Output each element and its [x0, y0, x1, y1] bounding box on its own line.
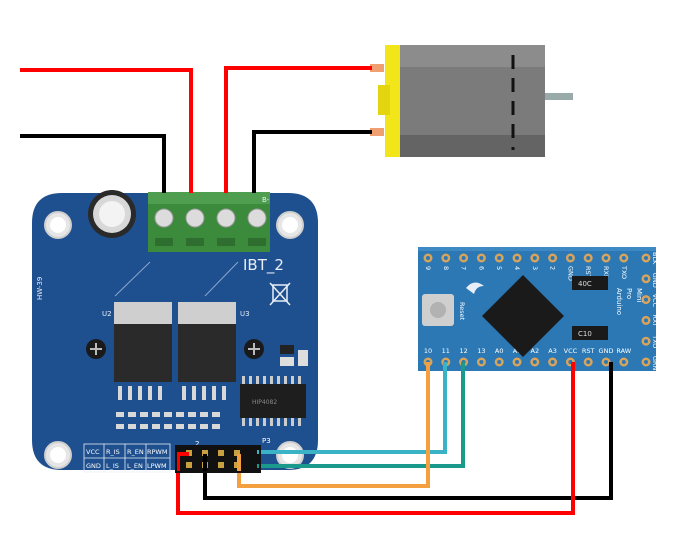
pin-number-8: 8	[195, 473, 199, 481]
top-pin-label: 6	[477, 266, 485, 270]
board-text-arduino: Arduino	[615, 288, 623, 315]
component-bottom	[572, 326, 608, 340]
bottom-pin-label: A3	[548, 347, 557, 355]
wire-cyan	[257, 362, 447, 454]
svg-text:40C: 40C	[578, 280, 592, 288]
board-text-mini: Mini	[635, 288, 643, 302]
pin-label-l-is: L_IS	[106, 462, 119, 470]
bottom-pin-label: A0	[495, 347, 504, 355]
driver-ic: HIP4082	[240, 376, 306, 426]
pin-label-r-en: R_EN	[127, 448, 144, 456]
connector-label-p3: P3	[262, 437, 271, 445]
bottom-pin-label: RST	[582, 347, 595, 355]
pin-label-l-en: L_EN	[127, 462, 143, 470]
top-pin-label: GND	[566, 266, 574, 281]
motor-end-cap	[385, 45, 400, 157]
chip-label-u2: U2	[102, 310, 112, 318]
motor-terminal-bottom	[370, 128, 384, 136]
pin-number-2: 2	[195, 440, 199, 448]
resistor-array	[116, 412, 220, 429]
wire-red-power	[20, 68, 193, 193]
reset-label: Reset	[458, 302, 466, 321]
side-label: HW-39	[36, 277, 44, 300]
bottom-pin-label: 13	[477, 347, 485, 355]
bottom-pin-label: 11	[442, 347, 450, 355]
top-pin-label: TXO	[620, 265, 628, 279]
top-pin-label: RXI	[602, 266, 610, 277]
mosfet-chip-right	[178, 302, 236, 400]
wire-red-vcc	[176, 362, 575, 515]
model-label: IBT_2	[243, 256, 284, 275]
wire-black-power	[20, 134, 166, 193]
motor-terminal-top	[370, 64, 384, 72]
pin-label-lpwm: LPWM	[147, 462, 167, 470]
top-pin-row: 9 8 7 6 5 4 3 2 GND RST RXI TXO	[423, 253, 629, 281]
logo-icon	[466, 282, 484, 294]
component-top	[572, 276, 608, 290]
wire-teal	[257, 362, 465, 468]
terminal-screw-1	[154, 208, 174, 228]
control-header-labels: VCC R_IS R_EN RPWM GND L_IS L_EN LPWM	[83, 443, 171, 473]
wire-black-motor	[252, 130, 372, 193]
motor-driver-board: B- IBT_2 HW-39 U2	[32, 190, 318, 481]
top-pin-label: RST	[584, 266, 592, 279]
wire-red-motor	[224, 66, 372, 193]
motor-body-shadow	[395, 135, 545, 157]
bottom-pin-label: VCC	[564, 347, 578, 355]
chip-label-u3: U3	[240, 310, 250, 318]
bottom-pin-label: GND	[599, 347, 614, 355]
bottom-pin-label: RAW	[616, 347, 631, 355]
top-pin-label: 4	[513, 266, 521, 270]
right-pin-label: VCC	[651, 294, 659, 308]
right-pin-row: BLK GND VCC RXI TXO GRN	[641, 252, 659, 371]
wire-orange	[237, 362, 430, 488]
pin-label-gnd: GND	[86, 462, 101, 470]
terminal-screw-4	[247, 208, 267, 228]
motor-body-highlight	[395, 45, 545, 67]
recycle-bin-icon	[269, 282, 291, 306]
microcontroller-chip	[481, 274, 565, 358]
motor-body	[395, 45, 545, 157]
top-pin-label: 8	[442, 266, 450, 270]
top-pin-label: 2	[549, 266, 557, 270]
wires	[20, 66, 613, 515]
right-pin-label: GND	[651, 273, 659, 288]
svg-text:C10: C10	[578, 330, 592, 338]
top-pin-label: 5	[495, 266, 503, 270]
motor-bushing	[378, 85, 390, 115]
board-text-pro: Pro	[625, 288, 633, 299]
right-pin-label: RXI	[651, 314, 659, 325]
bottom-pin-label: 12	[459, 347, 467, 355]
terminal-screw-2	[185, 208, 205, 228]
bottom-pin-label: 10	[424, 347, 432, 355]
wire-black-gnd	[203, 362, 613, 500]
pin-label-r-is: R_IS	[106, 448, 120, 456]
terminal-label: B-	[262, 196, 270, 204]
pin-label-rpwm: RPWM	[147, 448, 167, 456]
bottom-pin-label: A2	[531, 347, 540, 355]
control-header	[176, 446, 260, 472]
top-pin-label: 7	[460, 266, 468, 270]
right-pin-label: BLK	[651, 252, 659, 265]
right-pin-label: TXO	[651, 334, 659, 348]
top-pin-label: 9	[424, 266, 432, 270]
motor-shaft	[545, 93, 573, 100]
mosfet-chip-left	[114, 302, 172, 400]
pin-label-vcc: VCC	[86, 448, 100, 456]
dc-motor	[370, 45, 573, 157]
right-pin-label: GRN	[651, 356, 659, 371]
top-pin-label: 3	[531, 266, 539, 270]
terminal-screw-3	[216, 208, 236, 228]
svg-text:HIP4082: HIP4082	[252, 399, 277, 406]
